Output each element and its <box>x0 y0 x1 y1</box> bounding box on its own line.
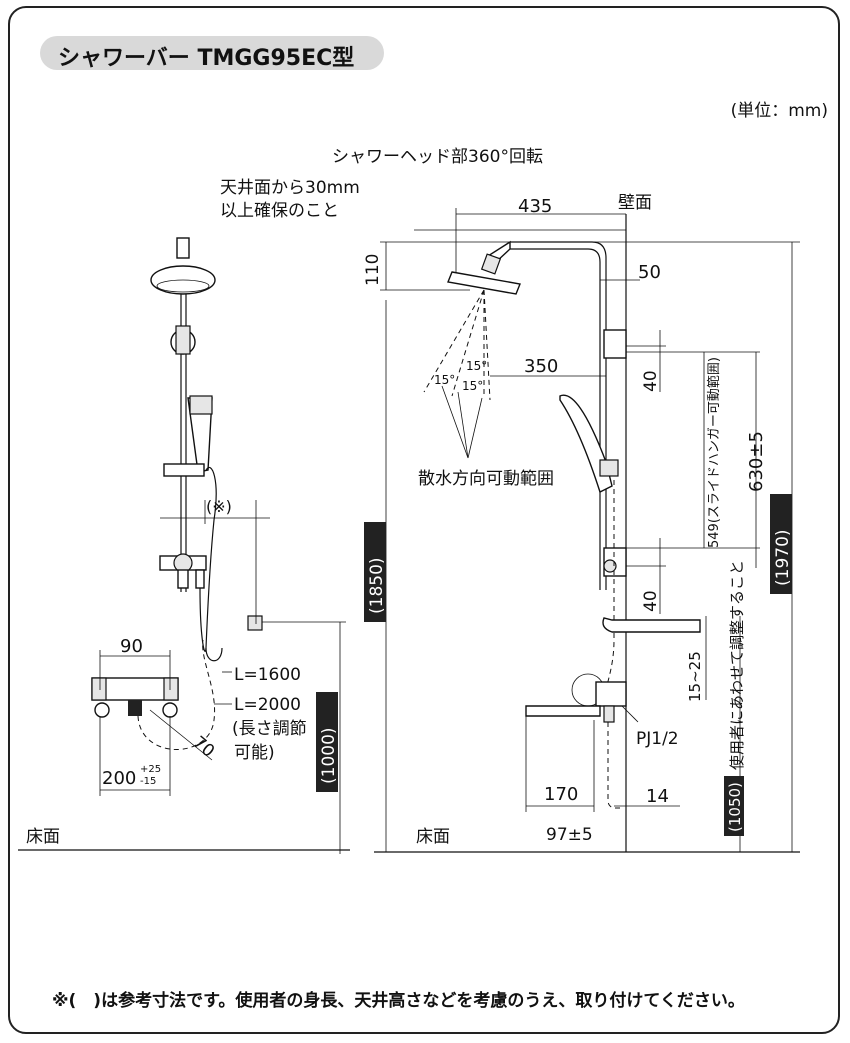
units-note: (単位：mm) <box>730 101 828 121</box>
floor-label-right: 床面 <box>416 827 450 847</box>
page-title: シャワーバー TMGG95EC型 <box>58 46 355 71</box>
right-elbow <box>162 702 178 718</box>
upper-bracket-side <box>603 329 627 359</box>
slide-hanger <box>163 463 205 477</box>
hand-shower-hose <box>199 467 217 652</box>
length-adjust-line-2: 可能) <box>234 743 275 763</box>
dim-1970-badge <box>770 494 792 594</box>
dim-70-line <box>149 709 213 761</box>
dim-40-upper: 40 <box>641 370 661 392</box>
dim-200: 200 <box>102 768 136 789</box>
drawing-frame <box>8 6 840 1034</box>
length-adjust-line-1: (長さ調節 <box>232 719 307 739</box>
pj-label: PJ1/2 <box>636 729 679 749</box>
angle-15-a: 15° <box>434 373 455 387</box>
dim-200-tol-up: +25 <box>140 764 161 775</box>
head-rotation-label: シャワーヘッド部360°回転 <box>332 147 543 167</box>
mixer-left-handle <box>91 677 107 701</box>
dim-90: 90 <box>120 636 143 657</box>
footnote: ※( )は参考寸法です。使用者の身長、天井高さなどを考慮のうえ、取り付けてくださ… <box>52 991 745 1011</box>
mixer-body-side <box>595 681 627 707</box>
dim-15-25: 15~25 <box>686 651 704 702</box>
hose-1600-label: L=1600 <box>234 665 301 685</box>
hose-tag <box>247 615 263 631</box>
slide-hanger-side <box>599 459 619 477</box>
dim-1050: (1050) <box>726 782 744 832</box>
mixer-outlet <box>128 700 142 716</box>
hose-connector <box>195 569 205 589</box>
front-view <box>18 237 350 854</box>
bath-spout <box>525 705 601 717</box>
dim-14: 14 <box>646 786 669 807</box>
ceiling-note-line-2: 以上確保のこと <box>220 201 339 221</box>
dim-1970: (1970) <box>773 529 793 586</box>
rail-arm-outer <box>510 241 607 590</box>
dim-170: 170 <box>544 784 578 805</box>
spray-leader-a <box>441 385 469 459</box>
dim-40-lower: 40 <box>641 590 661 612</box>
head-swivel <box>480 253 502 275</box>
dim-1850: (1850) <box>367 557 387 614</box>
rail-arm-inner <box>510 248 601 590</box>
left-elbow <box>94 702 110 718</box>
dim-1050-badge <box>724 776 744 836</box>
side-view <box>374 208 800 853</box>
hose-loop <box>205 647 223 662</box>
adjust-note: 使用者にあわせて調整すること <box>728 560 746 770</box>
dim-630: 630±5 <box>746 431 767 492</box>
title-pill <box>40 36 384 70</box>
floor-label-left: 床面 <box>26 827 60 847</box>
ceiling-note-line-1: 天井面から30mm <box>220 178 360 198</box>
dim-50: 50 <box>638 262 661 283</box>
head-nozzle-ring <box>156 279 210 293</box>
angle-15-c: 15° <box>462 379 483 393</box>
upper-spout <box>602 617 701 633</box>
dim-110: 110 <box>363 254 383 286</box>
dim-97: 97±5 <box>546 825 593 845</box>
lower-hose <box>607 722 620 809</box>
overhead-head-side <box>447 271 521 295</box>
angle-15-b: 15° <box>466 359 487 373</box>
diverter-knob <box>173 553 193 573</box>
hand-shower-face <box>189 395 213 415</box>
slide-hanger-range: 549(スライドハンガー可動範囲) <box>707 357 722 548</box>
dim-1850-badge <box>364 522 386 622</box>
dim-70: 70 <box>189 733 218 762</box>
rail-top-cap <box>176 237 190 259</box>
dim-435: 435 <box>518 196 552 217</box>
spray-range-label: 散水方向可動範囲 <box>418 469 554 489</box>
reference-mark: (※) <box>206 497 232 516</box>
dim-200-tol-down: -15 <box>140 776 156 787</box>
hand-shower-side <box>559 394 613 493</box>
hose-2000-label: L=2000 <box>234 695 301 715</box>
upper-bracket-block <box>175 325 191 355</box>
dim-350: 350 <box>524 356 558 377</box>
diverter-outlet <box>177 569 189 589</box>
mixer-right-handle <box>163 677 179 701</box>
hose-2000-path <box>137 639 216 750</box>
wall-label: 壁面 <box>618 193 652 213</box>
dim-1000-badge <box>316 692 338 792</box>
dim-1000: (1000) <box>319 727 339 784</box>
